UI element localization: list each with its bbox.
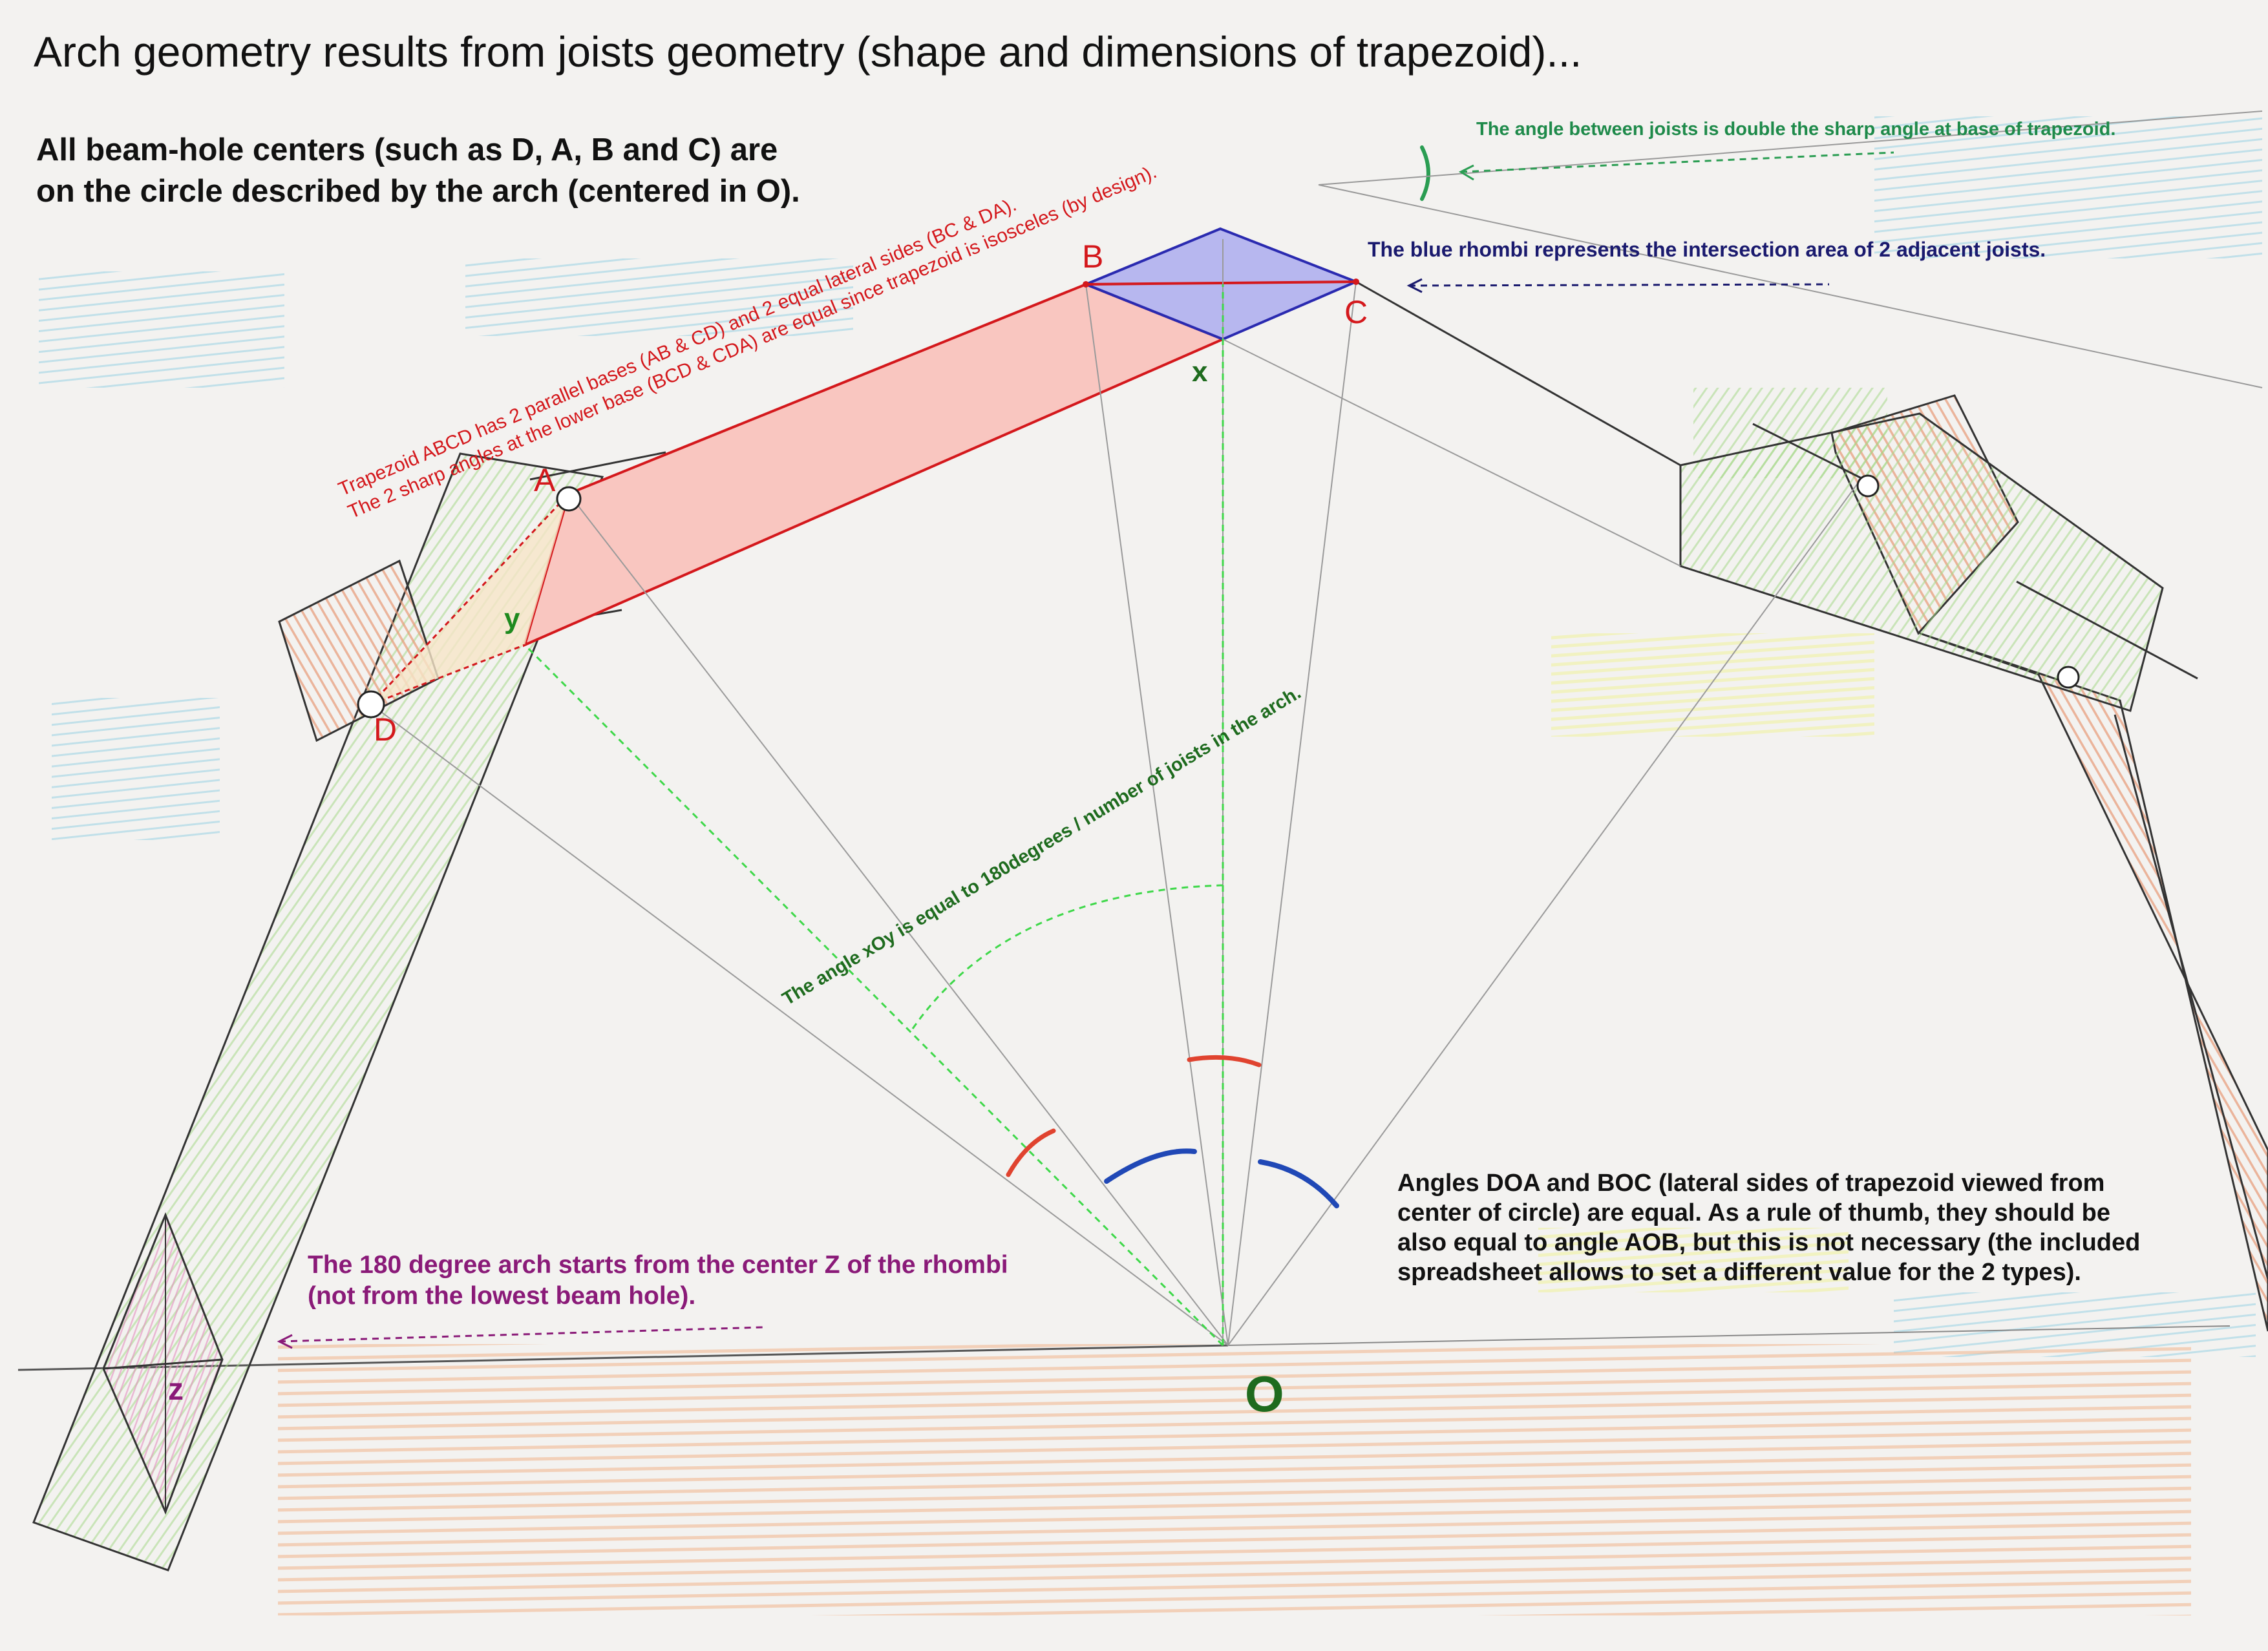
right-joist-edge-3	[2016, 580, 2198, 680]
arrow-joist-angle	[1460, 151, 1894, 173]
trapezoid-abcd	[522, 282, 1227, 647]
right-joist-edge-4	[2114, 714, 2268, 1280]
intro-line-1: All beam-hole centers (such as D, A, B a…	[36, 132, 778, 167]
joist-angle-line-bottom	[1318, 184, 2263, 388]
angles-note: Angles DOA and BOC (lateral sides of tra…	[1397, 1168, 2140, 1287]
point-b	[1083, 281, 1089, 288]
arrow-head-purple	[277, 1334, 293, 1349]
label-a: A	[534, 462, 556, 498]
red-dashed-lines	[370, 492, 570, 706]
green-dashed-lines	[524, 284, 1224, 1347]
ground-line-right	[1227, 1325, 2231, 1346]
arrow-blue-rhombi	[1408, 283, 1830, 287]
joist-angle-line-top	[1318, 110, 2263, 185]
rhombus-diagonal	[103, 1358, 223, 1370]
arrow-head-blue	[1406, 278, 1423, 293]
joist-angle-note: The angle between joists is double the s…	[1476, 119, 2116, 140]
arrow-head-green	[1458, 164, 1474, 181]
angles-note-line-1: Angles DOA and BOC (lateral sides of tra…	[1397, 1170, 2105, 1197]
beam-holes	[357, 474, 2080, 719]
right-joist-edge-2	[1752, 423, 1862, 479]
angles-note-line-2: center of circle) are equal. As a rule o…	[1397, 1199, 2110, 1226]
arch-start-line-1: The 180 degree arch starts from the cent…	[308, 1251, 1008, 1279]
label-y: y	[504, 603, 520, 635]
label-b: B	[1082, 238, 1103, 275]
right-upper-joist	[1679, 412, 2164, 712]
label-x: x	[1192, 356, 1208, 388]
left-orange-block	[278, 559, 440, 742]
arch-start-line-2: (not from the lowest beam hole).	[308, 1282, 696, 1310]
point-c	[1353, 279, 1359, 285]
angle-arcs	[1006, 145, 1430, 1208]
rhombus-red-diagonal	[1085, 280, 1357, 286]
blue-rhombi-note: The blue rhombi represents the intersect…	[1368, 238, 2046, 261]
intro-text: All beam-hole centers (such as D, A, B a…	[36, 129, 800, 212]
angles-note-line-4: spreadsheet allows to set a different va…	[1397, 1259, 2081, 1286]
label-d: D	[374, 711, 397, 748]
page-title: Arch geometry results from joists geomet…	[34, 28, 1582, 76]
right-joist-top-edge	[1355, 280, 1681, 467]
label-c: C	[1344, 294, 1368, 330]
arch-start-note: The 180 degree arch starts from the cent…	[308, 1250, 1008, 1312]
arrow-arch-start	[279, 1326, 763, 1343]
intro-line-2: on the circle described by the arch (cen…	[36, 174, 800, 209]
angles-note-line-3: also equal to angle AOB, but this is not…	[1397, 1229, 2141, 1256]
label-o: O	[1245, 1365, 1284, 1422]
trapezoid-left-fill	[371, 494, 569, 704]
left-joist-edge	[529, 451, 666, 481]
label-z: z	[168, 1372, 184, 1407]
